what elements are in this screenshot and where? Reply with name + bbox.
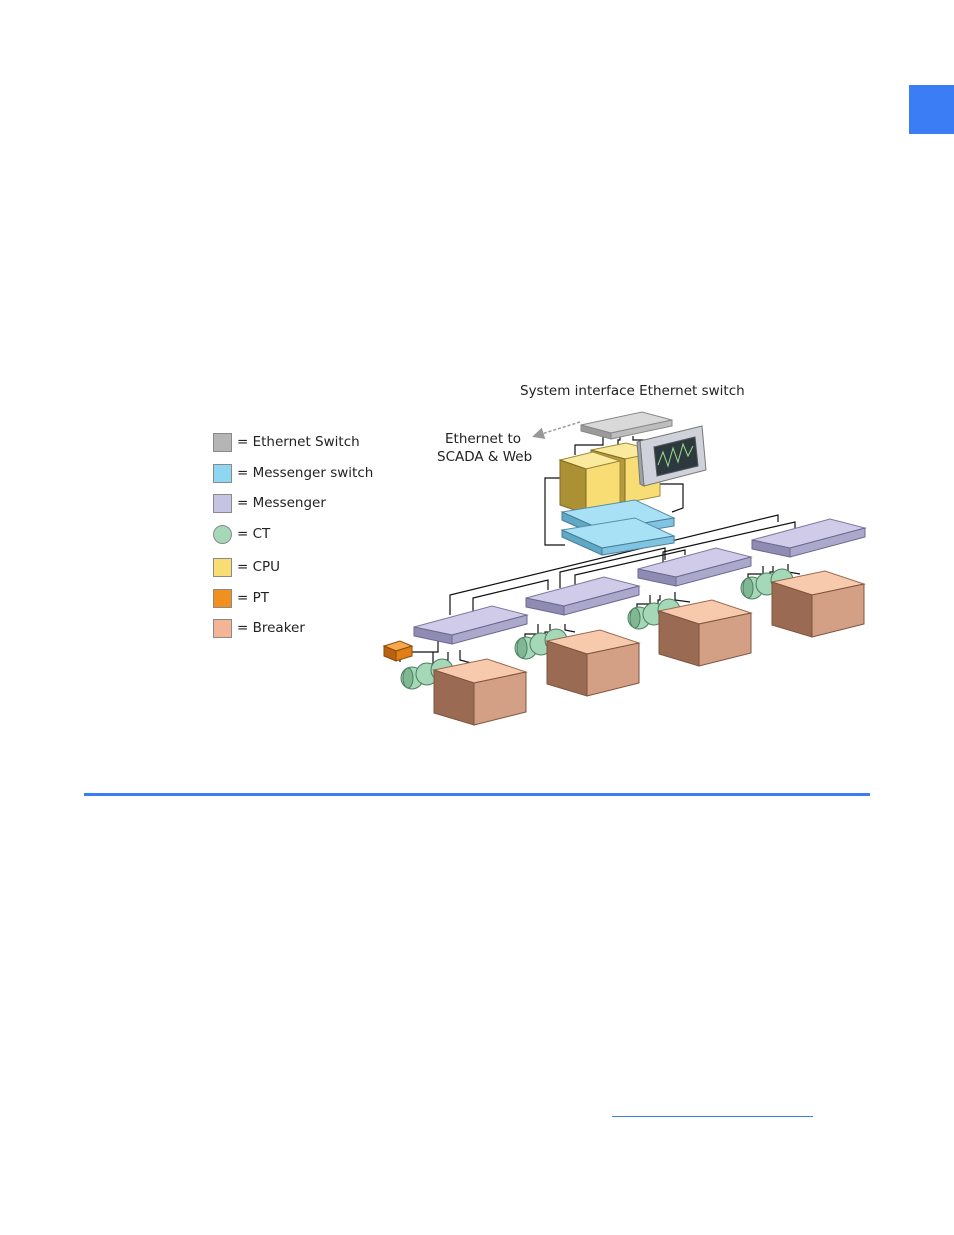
messenger-4	[752, 519, 865, 557]
scada-arrow	[535, 422, 580, 436]
pt-swatch-icon	[213, 589, 232, 608]
legend-item-ethernet-switch: = Ethernet Switch	[213, 431, 360, 453]
diagram-title: System interface Ethernet switch	[520, 383, 745, 399]
legend-item-breaker: = Breaker	[213, 617, 305, 639]
hmi-monitor-icon	[637, 426, 706, 486]
system-architecture-diagram: System interface Ethernet switch Etherne…	[380, 375, 880, 735]
legend-label: = Ethernet Switch	[237, 434, 360, 450]
legend-item-cpu: = CPU	[213, 556, 280, 578]
messenger-1	[414, 606, 527, 644]
messenger-3	[638, 548, 751, 586]
legend-label: = Messenger	[237, 495, 326, 511]
legend-label: = Messenger switch	[237, 465, 373, 481]
legend-item-pt: = PT	[213, 587, 269, 609]
ethernet-switch-swatch-icon	[213, 433, 232, 452]
messenger-switch-swatch-icon	[213, 464, 232, 483]
legend-label: = CPU	[237, 559, 280, 575]
section-divider	[84, 793, 870, 796]
ct-swatch-icon	[213, 525, 232, 544]
breaker-4	[772, 571, 864, 637]
legend-label: = Breaker	[237, 620, 305, 636]
cpu-swatch-icon	[213, 558, 232, 577]
breaker-1	[434, 659, 526, 725]
legend-item-messenger-switch: = Messenger switch	[213, 462, 373, 484]
scada-label-line2: SCADA & Web	[437, 449, 532, 465]
link-underline[interactable]	[612, 1116, 813, 1117]
messenger-swatch-icon	[213, 494, 232, 513]
chapter-tab	[909, 85, 954, 134]
ethernet-switch	[581, 412, 672, 439]
legend-item-messenger: = Messenger	[213, 492, 326, 514]
breaker-3	[659, 600, 751, 666]
legend-label: = CT	[237, 526, 270, 542]
messenger-2	[526, 577, 639, 615]
breaker-swatch-icon	[213, 619, 232, 638]
scada-label-line1: Ethernet to	[445, 431, 521, 447]
pt-icon	[384, 641, 412, 661]
breaker-2	[547, 630, 639, 696]
legend-item-ct: = CT	[213, 523, 270, 545]
legend-label: = PT	[237, 590, 269, 606]
